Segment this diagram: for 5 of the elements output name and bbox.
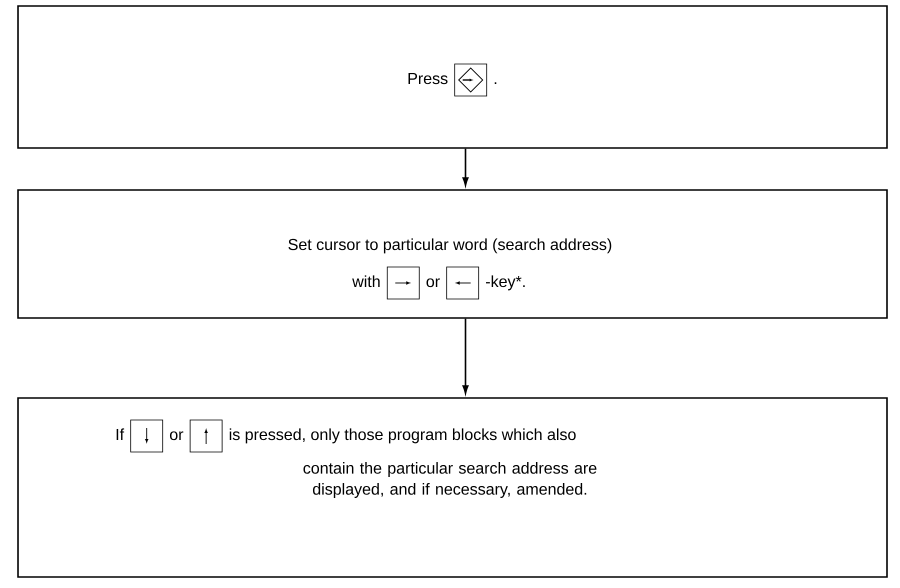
process-box: Set cursor to particular word (search address) with or -key*. <box>17 189 888 319</box>
arrow <box>462 318 469 394</box>
process-box: Press . <box>17 5 888 149</box>
process-box: If or is pressed, only those program blocks which also contain the particular search address are displayed, and if necessary, amended. <box>17 397 888 578</box>
arrow <box>462 148 469 186</box>
